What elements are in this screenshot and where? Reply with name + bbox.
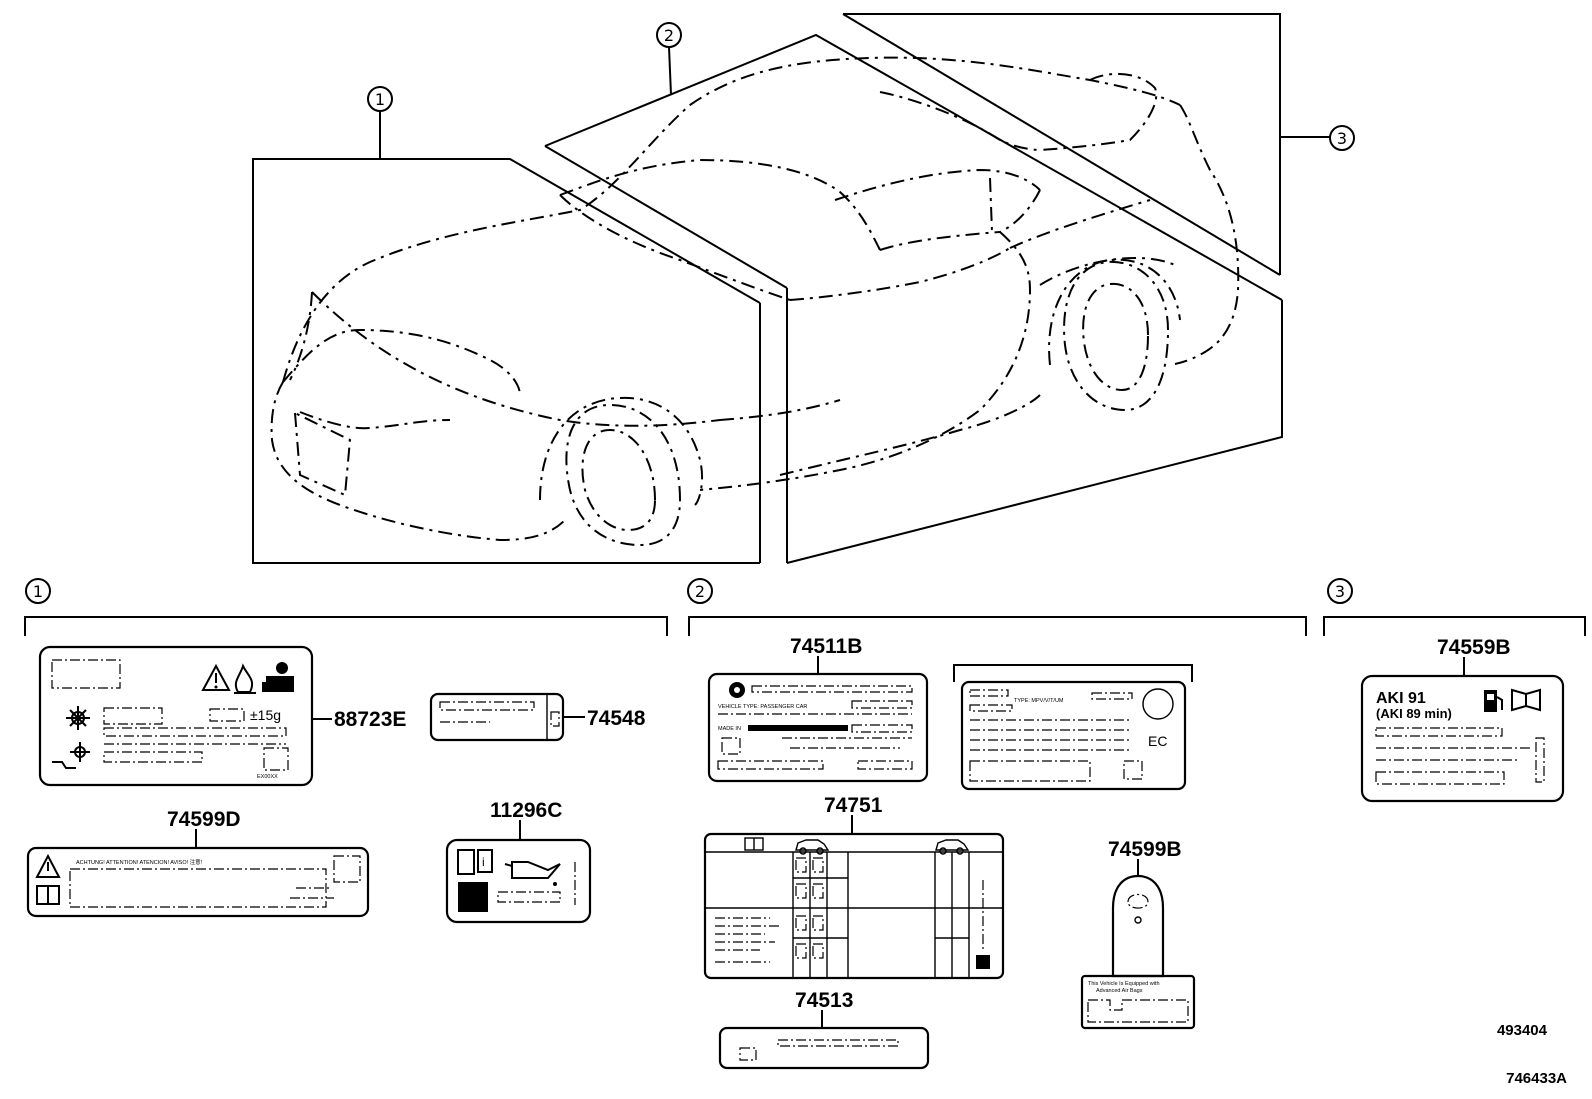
airbag-icon xyxy=(1127,893,1149,909)
manual-info-icon: i xyxy=(457,849,493,875)
label-74599B[interactable]: This Vehicle Is Equipped with Advanced A… xyxy=(1080,874,1196,1030)
svg-text:1: 1 xyxy=(33,582,43,601)
svg-text:3: 3 xyxy=(1335,582,1345,601)
svg-text:3: 3 xyxy=(1337,129,1347,148)
svg-text:AKI 91: AKI 91 xyxy=(1376,690,1426,707)
leader-88723E: 88723E xyxy=(313,708,406,731)
section-panel-1 xyxy=(252,158,761,564)
callout-3-top: 3 xyxy=(1280,125,1355,151)
part-number-74751: 74751 xyxy=(824,794,883,817)
part-number-74559B: 74559B xyxy=(1437,636,1511,659)
section-panel-2 xyxy=(544,33,1283,564)
callout-2-top: 2 xyxy=(656,22,682,96)
section-header-1: 1 xyxy=(24,578,668,636)
car-body xyxy=(270,56,1240,547)
manual-info-icon xyxy=(744,837,764,851)
svg-text:EX00XX: EX00XX xyxy=(257,774,278,780)
label-74511B[interactable]: VEHICLE TYPE: PASSENGER CAR MADE IN xyxy=(707,672,929,783)
svg-text:74548: 74548 xyxy=(587,707,646,730)
oil-refrigerant-icon xyxy=(52,742,90,769)
label-88723E[interactable]: ±15g EX00XX xyxy=(38,645,314,787)
label-74599D[interactable]: ACHTUNG! ATTENTION! ATENCION! AVISO! 注意! xyxy=(26,846,370,918)
service-technician-icon xyxy=(262,662,294,692)
oil-can-icon xyxy=(504,861,561,886)
svg-text:2: 2 xyxy=(664,26,674,45)
section-header-3: 3 xyxy=(1323,578,1586,636)
warning-triangle-icon xyxy=(35,853,61,878)
car-icon xyxy=(935,839,970,855)
fuel-pump-icon xyxy=(1484,690,1503,712)
leader-74548: 74548 xyxy=(563,707,646,730)
manual-info-icon xyxy=(36,885,60,905)
label-74513[interactable] xyxy=(718,1026,930,1070)
svg-text:±15g: ±15g xyxy=(250,707,281,723)
label-type-plate[interactable]: TYPE: MPV/V/T/UM EC xyxy=(953,664,1193,791)
svg-text:MADE IN: MADE IN xyxy=(718,726,741,732)
svg-text:i: i xyxy=(482,855,485,869)
label-11296C[interactable]: i xyxy=(445,838,592,924)
svg-text:TYPE: MPV/V/T/UM: TYPE: MPV/V/T/UM xyxy=(1014,698,1064,704)
svg-text:2: 2 xyxy=(695,582,705,601)
section-panel-3 xyxy=(842,13,1281,276)
svg-text:1: 1 xyxy=(375,90,385,109)
label-74559B[interactable]: AKI 91 (AKI 89 min) xyxy=(1360,674,1565,803)
part-number-11296C: 11296C xyxy=(490,799,562,822)
catalog-code: 746433A xyxy=(1506,1070,1567,1087)
svg-text:88723E: 88723E xyxy=(334,708,406,731)
illustration-number: 493404 xyxy=(1497,1022,1548,1039)
svg-text:ACHTUNG! ATTENTION! ATENCI: ACHTUNG! ATTENTION! ATENCION! AVISO! 注意! xyxy=(76,858,203,866)
part-number-74599B: 74599B xyxy=(1108,838,1182,861)
section-header-2: 2 xyxy=(687,578,1307,636)
part-number-74511B: 74511B xyxy=(790,635,862,658)
car-icon xyxy=(795,839,830,855)
label-74548[interactable] xyxy=(429,692,565,742)
svg-text:EC: EC xyxy=(1148,733,1167,749)
warning-triangle-icon xyxy=(201,663,231,691)
flammable-icon xyxy=(234,663,256,694)
svg-text:Advanced Air Bags: Advanced Air Bags xyxy=(1096,988,1143,994)
svg-text:This Vehicle Is Equipped with: This Vehicle Is Equipped with xyxy=(1088,981,1160,987)
refrigerant-icon xyxy=(66,706,90,730)
manual-info-icon xyxy=(1511,688,1541,712)
callout-1-top: 1 xyxy=(367,86,393,159)
part-number-74599D: 74599D xyxy=(167,808,241,831)
part-number-74513: 74513 xyxy=(795,989,853,1012)
svg-text:(AKI 89 min): (AKI 89 min) xyxy=(1376,706,1452,721)
label-74751[interactable] xyxy=(703,832,1005,980)
car-illustration: 1 2 3 xyxy=(252,13,1355,564)
svg-text:VEHICLE TYPE: PASSENGER CAR: VEHICLE TYPE: PASSENGER CAR xyxy=(718,704,807,710)
